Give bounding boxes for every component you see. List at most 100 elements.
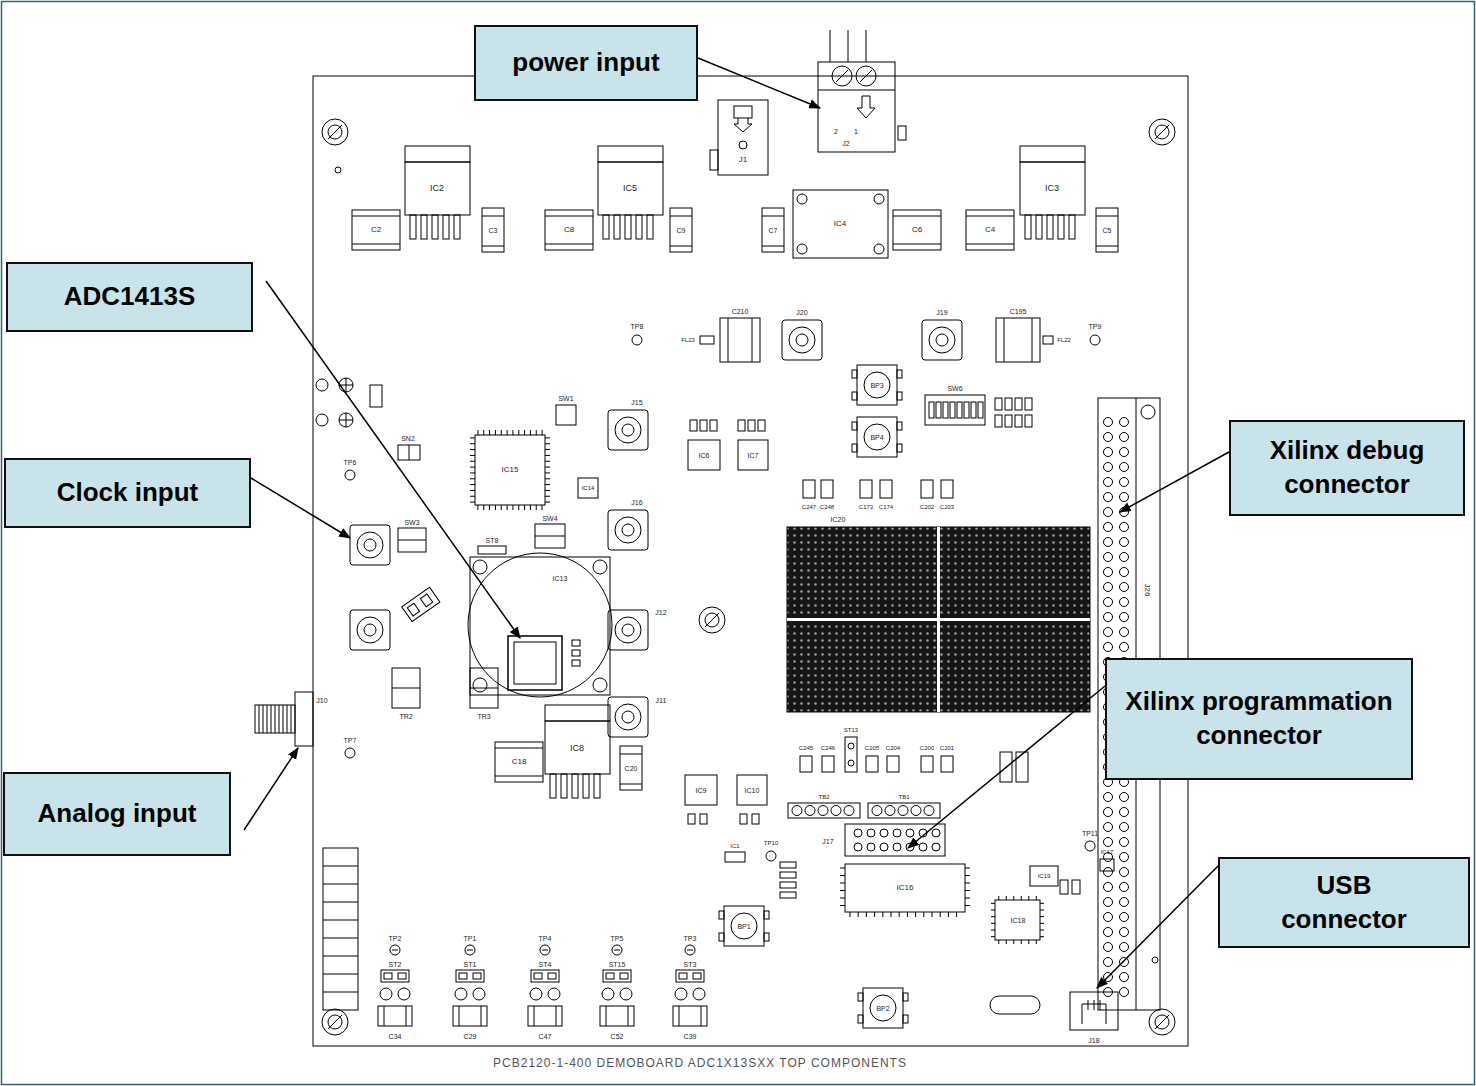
component-detail	[1104, 448, 1113, 457]
component-detail	[470, 449, 475, 450]
component-detail	[1104, 553, 1113, 562]
callout-box: ADC1413S	[6, 262, 253, 332]
component-detail	[923, 912, 924, 917]
component-detail	[1120, 853, 1129, 862]
component-detail	[1120, 613, 1129, 622]
mounting-hole	[699, 607, 725, 633]
component-detail	[991, 903, 995, 904]
component-detail	[906, 829, 914, 837]
small-parts	[690, 420, 697, 431]
terminal-strip	[872, 806, 882, 816]
adc-footprint	[593, 560, 607, 574]
adc-footprint	[514, 642, 556, 684]
board-hole	[346, 413, 347, 427]
terminal-strip	[898, 806, 908, 816]
push-button	[852, 365, 902, 405]
component-detail	[1021, 940, 1022, 944]
small-parts	[392, 668, 420, 708]
fpga-bga	[787, 527, 1090, 712]
part-designator: BP2	[876, 1005, 889, 1012]
callout-text: ADC1413S	[64, 280, 196, 314]
component-detail	[542, 505, 543, 510]
voltage-regulator	[405, 146, 470, 239]
board-hole	[370, 385, 382, 407]
smd-capacitor	[921, 756, 933, 772]
component-detail	[1104, 583, 1113, 592]
usb-socket	[1088, 1000, 1089, 1010]
dip-switch	[929, 402, 934, 418]
component-detail	[495, 505, 496, 510]
component-detail	[470, 461, 475, 462]
component-detail	[470, 443, 475, 444]
part-designator: J12	[655, 609, 666, 616]
small-parts	[780, 892, 796, 898]
voltage-regulator	[545, 705, 610, 798]
small-parts	[398, 445, 420, 460]
terminal-strip	[788, 803, 940, 818]
component-detail	[1028, 896, 1029, 900]
leader-line	[244, 748, 298, 830]
component-detail	[854, 843, 862, 851]
dc-dc-converter	[874, 194, 884, 204]
component-detail	[512, 430, 513, 435]
component-detail	[1040, 936, 1044, 937]
part-designator: BP1	[737, 923, 750, 930]
board-hole	[346, 378, 347, 392]
part-designator: TP8	[631, 323, 644, 330]
callout-text: power input	[512, 46, 659, 80]
smd-capacitor	[800, 480, 953, 772]
part-designator: TP2	[389, 935, 402, 942]
jtag-header	[845, 824, 945, 856]
mounting-hole	[1149, 119, 1175, 145]
mounting-hole	[322, 119, 348, 145]
component-detail	[545, 472, 550, 473]
power-terminal	[836, 70, 848, 82]
leader-line	[244, 58, 1229, 988]
component-detail	[1120, 883, 1129, 892]
component-detail	[1120, 553, 1129, 562]
component-detail	[991, 916, 995, 917]
small-parts	[420, 594, 432, 607]
capacitor	[495, 742, 543, 782]
small-parts	[725, 852, 745, 862]
fpga-bga	[787, 618, 1090, 621]
component-detail	[1120, 868, 1129, 877]
component-detail	[858, 912, 859, 917]
mounting-hole	[1149, 1009, 1175, 1035]
inductor-capacitor	[1004, 318, 1005, 362]
pcb-board	[313, 76, 1188, 1046]
component-detail	[512, 505, 513, 510]
part-designator: J19	[936, 309, 947, 316]
part-designator: C203	[940, 504, 954, 510]
rf-connector	[350, 610, 390, 650]
pin-bar	[323, 938, 358, 939]
board-hole	[339, 378, 353, 392]
smd-capacitor	[860, 480, 872, 498]
part-designator: FL22	[1057, 337, 1071, 343]
component-detail	[275, 705, 276, 733]
part-designator: TR2	[399, 713, 412, 720]
inductor-capacitor	[1032, 318, 1033, 362]
callout-box: USB connector	[1218, 857, 1470, 948]
part-designator: C173	[859, 504, 873, 510]
small-parts	[780, 882, 796, 888]
component-detail	[1104, 868, 1113, 877]
rf-connector	[782, 320, 822, 360]
component-detail	[965, 890, 970, 891]
part-designator: SW1	[558, 395, 573, 402]
component-detail	[932, 829, 940, 837]
bottom-test-column	[600, 945, 634, 1026]
leader-line	[1120, 452, 1229, 512]
part-designator: SN2	[401, 435, 415, 442]
part-designator: IC17	[1101, 849, 1114, 855]
small-parts	[407, 603, 419, 616]
dip-switch	[1005, 415, 1012, 427]
smd-capacitor	[887, 756, 899, 772]
small-parts	[752, 814, 759, 824]
board-hole	[316, 379, 328, 391]
push-button	[852, 417, 902, 457]
power-terminal	[866, 30, 867, 62]
part-designator: TP9	[1089, 323, 1102, 330]
